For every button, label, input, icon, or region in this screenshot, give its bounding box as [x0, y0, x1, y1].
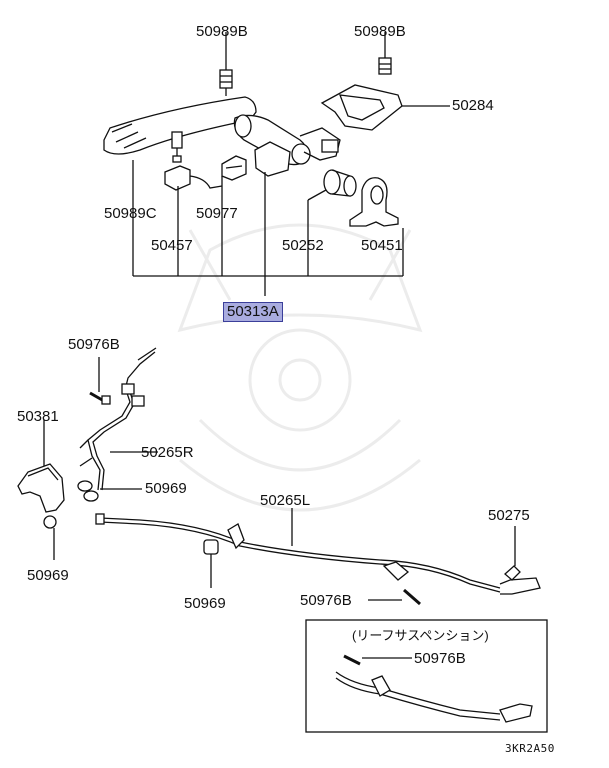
bolt-right-top-shape	[378, 40, 392, 75]
part-label-bolt-lever: 50989C	[104, 205, 157, 222]
part-label-cable-right: 50265R	[141, 444, 194, 461]
bolt-cable-front-shape	[89, 357, 111, 405]
part-label-lever-assembly[interactable]: 50313A	[223, 302, 283, 322]
part-label-switch: 50457	[151, 237, 193, 254]
bolt-left-top-shape	[219, 40, 233, 96]
connector-shape	[221, 155, 247, 181]
inset-title: (リーフサスペンション)	[352, 628, 489, 643]
nut-bottom-left-shape	[43, 515, 57, 560]
nut-front-shape	[77, 480, 142, 502]
grommet-shape	[323, 169, 357, 197]
part-label-cable-left: 50265L	[260, 492, 311, 509]
switch-shape	[164, 165, 223, 191]
clip-shape	[504, 526, 521, 581]
bolt-lever-shape	[171, 131, 183, 163]
part-label-connector: 50977	[196, 205, 238, 222]
part-label-nut-front: 50969	[145, 480, 187, 497]
part-label-bolt-left-top: 50989B	[196, 23, 248, 40]
part-label-nut-center: 50969	[184, 595, 226, 612]
cover-shape	[17, 420, 65, 513]
assembly-bracket-lines	[132, 160, 404, 296]
inset-part-label: 50976B	[414, 650, 466, 667]
nut-center-shape	[203, 539, 219, 588]
watermark-emblem	[177, 223, 423, 512]
part-label-mount: 50451	[361, 237, 403, 254]
part-label-bolt-right-top: 50989B	[354, 23, 406, 40]
mount-shape	[349, 177, 399, 227]
part-label-bracket-top: 50284	[452, 97, 494, 114]
inset-box	[305, 619, 548, 733]
part-label-grommet: 50252	[282, 237, 324, 254]
part-label-bolt-cable-rear: 50976B	[300, 592, 352, 609]
cable-right-shape	[79, 347, 157, 491]
bracket-shape	[320, 84, 450, 131]
bolt-cable-rear-shape	[368, 588, 421, 606]
part-label-clip: 50275	[488, 507, 530, 524]
diagram-code: 3KR2A50	[505, 742, 555, 755]
cable-left-shape	[95, 508, 541, 595]
lever-shape	[103, 96, 341, 177]
leader-lines	[110, 32, 386, 453]
part-label-bolt-cable-front: 50976B	[68, 336, 120, 353]
part-label-cover: 50381	[17, 408, 59, 425]
part-label-nut-bottom-left: 50969	[27, 567, 69, 584]
